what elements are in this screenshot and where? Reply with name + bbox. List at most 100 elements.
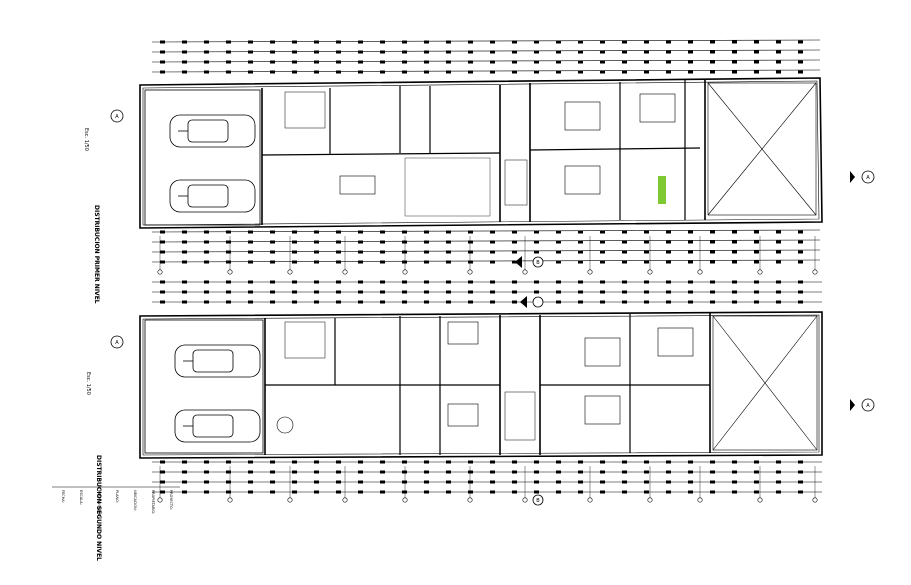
dimension-tick <box>226 60 231 64</box>
dimension-tick <box>292 60 297 64</box>
dimension-tick <box>644 480 649 484</box>
bedroom-furniture <box>564 93 676 195</box>
dimension-tick <box>204 50 209 54</box>
dimension-tick <box>512 250 517 254</box>
dimension-tick <box>468 50 473 54</box>
dimension-tick <box>534 70 539 74</box>
dimension-tick <box>710 70 715 74</box>
grid-bubble <box>697 269 703 275</box>
dimension-tick <box>314 260 319 264</box>
dimension-tick <box>446 460 451 464</box>
dimension-tick <box>578 40 583 44</box>
dimension-tick <box>248 290 253 294</box>
dimension-tick <box>666 280 671 284</box>
dimension-tick <box>248 70 253 74</box>
dimension-tick <box>446 240 451 244</box>
dimension-tick <box>182 60 187 64</box>
dimension-tick <box>424 230 429 234</box>
dimension-tick <box>512 40 517 44</box>
cars-layer <box>169 114 261 443</box>
dimension-tick <box>732 470 737 474</box>
dimension-tick <box>336 490 341 494</box>
dimension-tick <box>358 280 363 284</box>
dimension-tick <box>644 230 649 234</box>
dimension-tick <box>512 460 517 464</box>
title-block-row: FECHA: <box>61 490 65 503</box>
grid-bubble <box>342 497 348 503</box>
dimension-tick <box>270 70 275 74</box>
axis-marker-bottom-top <box>532 296 544 308</box>
grid-bubble <box>587 269 593 275</box>
title-block: PROYECTO:PROPIETARIO:UBICACION:PLANO:RES… <box>52 486 180 517</box>
grid-bubble <box>522 497 528 503</box>
dimension-tick <box>226 40 231 44</box>
axis-marker-top-bottom <box>532 256 544 268</box>
grid-bubble <box>522 269 528 275</box>
dimension-tick <box>292 230 297 234</box>
dimension-tick <box>402 70 407 74</box>
dimension-tick <box>248 300 253 304</box>
dimension-tick <box>578 240 583 244</box>
dimension-tick <box>490 490 495 494</box>
dimension-tick <box>446 40 451 44</box>
dimension-tick <box>226 490 231 494</box>
dimension-tick <box>160 480 165 484</box>
dimension-tick <box>336 240 341 244</box>
dimension-tick <box>182 70 187 74</box>
dimension-tick <box>710 460 715 464</box>
dimension-tick <box>600 40 605 44</box>
dimension-tick <box>270 250 275 254</box>
dimension-tick <box>666 470 671 474</box>
dimension-tick <box>358 50 363 54</box>
dimension-tick <box>600 300 605 304</box>
dimension-tick <box>556 490 561 494</box>
dimension-tick <box>468 460 473 464</box>
dimension-tick <box>204 490 209 494</box>
dimension-tick <box>270 300 275 304</box>
dimension-ticks-layer <box>157 40 818 503</box>
dimension-tick <box>688 480 693 484</box>
dimension-tick <box>644 60 649 64</box>
dimension-tick <box>688 250 693 254</box>
dimension-tick <box>622 290 627 294</box>
dimension-line <box>151 239 821 243</box>
dimension-tick <box>336 60 341 64</box>
dimension-tick <box>600 240 605 244</box>
dimension-tick <box>424 40 429 44</box>
dimension-tick <box>732 480 737 484</box>
dimension-tick <box>336 40 341 44</box>
dimension-tick <box>160 300 165 304</box>
dimension-tick <box>336 250 341 254</box>
dimension-tick <box>182 470 187 474</box>
dimension-tick <box>314 60 319 64</box>
dimension-tick <box>380 290 385 294</box>
dimension-tick <box>710 260 715 264</box>
dimension-tick <box>270 470 275 474</box>
dimension-tick <box>644 290 649 294</box>
dimension-tick <box>226 290 231 294</box>
dimension-tick <box>204 260 209 264</box>
dimension-tick <box>622 50 627 54</box>
dimension-tick <box>688 40 693 44</box>
title-block-row: UBICACION: <box>133 490 137 511</box>
dimension-tick <box>600 230 605 234</box>
dimension-tick <box>490 460 495 464</box>
dimension-tick <box>732 300 737 304</box>
dimension-tick <box>314 70 319 74</box>
dimension-tick <box>688 70 693 74</box>
dimension-tick <box>424 490 429 494</box>
dimension-tick <box>776 240 781 244</box>
dimension-tick <box>402 50 407 54</box>
dimension-tick <box>600 290 605 294</box>
dimension-tick <box>754 250 759 254</box>
dimension-tick <box>336 300 341 304</box>
dimension-tick <box>358 300 363 304</box>
dimension-tick <box>424 250 429 254</box>
dimension-tick <box>534 460 539 464</box>
garage-area <box>144 319 264 454</box>
axis-label: A <box>115 340 119 346</box>
dimension-tick <box>490 240 495 244</box>
bedroom-furniture <box>447 321 694 427</box>
dimension-tick <box>314 50 319 54</box>
